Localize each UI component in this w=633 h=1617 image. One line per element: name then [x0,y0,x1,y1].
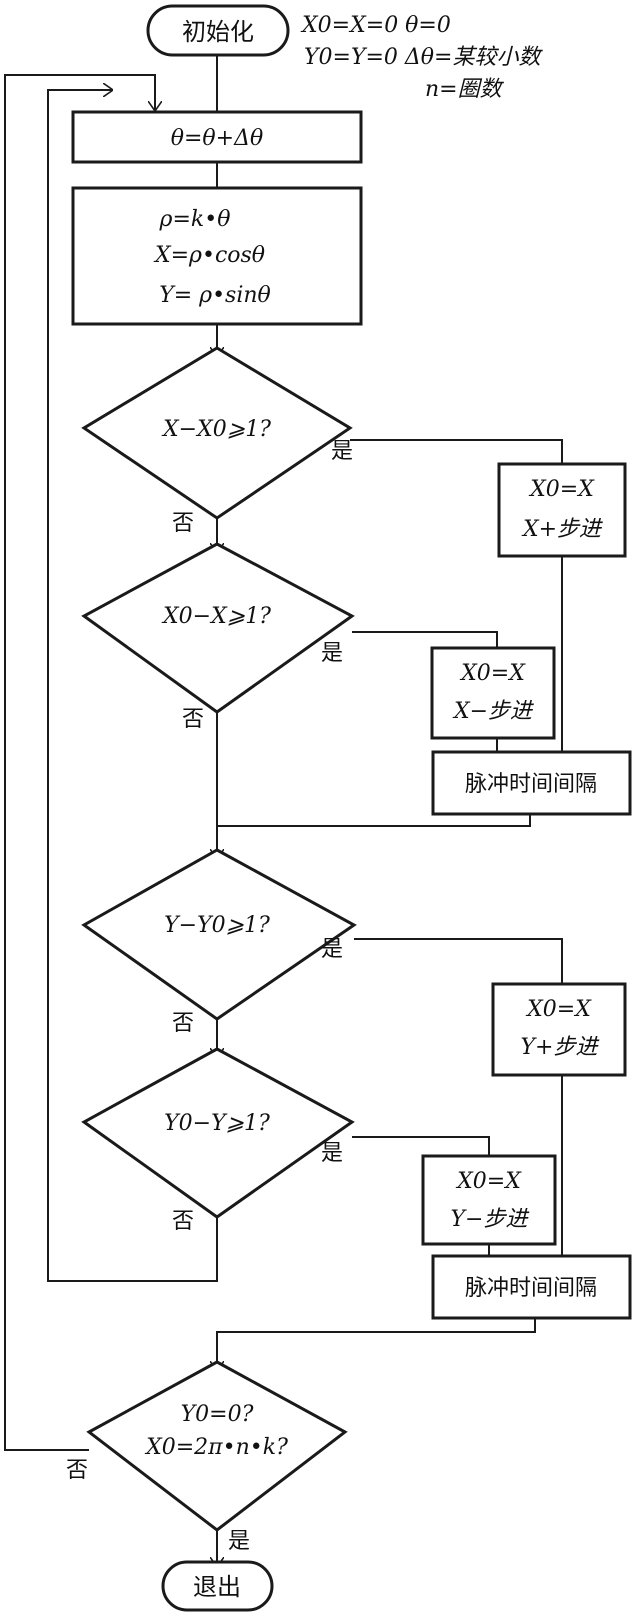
decision-y-minus: Y0−Y⩾1? 是 否 [81,1047,355,1234]
decision-exit-line2: X0=2π•n•k? [144,1435,288,1460]
theta-step-label: θ=θ+Δθ [171,126,264,151]
compute-line2: X=ρ•cosθ [153,243,265,268]
decision-y-plus: Y−Y0⩾1? 是 否 [81,848,357,1036]
start-label: 初始化 [182,18,254,46]
x-minus-line1: X0=X [459,661,526,686]
compute-line1: ρ=k•θ [159,207,231,232]
decision-exit-yes: 是 [228,1529,250,1554]
decision-x-plus: X−X0⩾1? 是 否 [81,346,353,536]
y-plus-step-box: X0=X Y+步进 [491,982,627,1077]
decision-x-minus-no: 否 [182,707,204,732]
x-minus-step-box: X0=X X−步进 [430,646,556,740]
pulse-interval-box-1: 脉冲时间间隔 [431,750,632,816]
decision-x-plus-no: 否 [172,511,194,536]
x-plus-line1: X0=X [528,477,595,502]
end-terminator: 退出 [161,1560,274,1612]
decision-y-minus-no: 否 [172,1209,194,1234]
x-minus-line2: X−步进 [452,699,534,724]
decision-x-minus: X0−X⩾1? 是 否 [81,542,355,732]
x-plus-line2: X+步进 [521,517,603,542]
init-note-line2: Y0=Y=0 Δθ=某较小数 [304,45,543,70]
decision-x-plus-yes: 是 [331,439,353,464]
decision-exit-no: 否 [66,1458,88,1483]
decision-x-minus-yes: 是 [321,641,343,666]
compute-box: ρ=k•θ X=ρ•cosθ Y= ρ•sinθ [71,186,363,326]
decision-y-plus-yes: 是 [321,937,343,962]
theta-step-box: θ=θ+Δθ [71,110,363,164]
decision-x-minus-label: X0−X⩾1? [161,604,271,629]
y-plus-line1: X0=X [525,997,592,1022]
start-terminator: 初始化 [146,4,290,57]
y-minus-line1: X0=X [455,1169,522,1194]
decision-x-plus-label: X−X0⩾1? [161,417,271,442]
y-minus-step-box: X0=X Y−步进 [421,1154,557,1246]
decision-y-plus-no: 否 [172,1011,194,1036]
compute-line3: Y= ρ•sinθ [159,283,271,308]
pulse-interval-box-2: 脉冲时间间隔 [431,1254,632,1320]
init-note-line3: n=圈数 [425,77,505,102]
decision-exit: Y0=0? X0=2π•n•k? 是 否 [66,1360,348,1554]
y-minus-line2: Y−步进 [451,1207,530,1232]
x-plus-step-box: X0=X X+步进 [497,462,627,558]
decision-y-minus-yes: 是 [321,1141,343,1166]
decision-y-minus-label: Y0−Y⩾1? [164,1111,270,1136]
init-note-line1: X0=X=0 θ=0 [300,13,451,38]
init-notes: X0=X=0 θ=0 Y0=Y=0 Δθ=某较小数 n=圈数 [300,13,543,102]
decision-exit-line1: Y0=0? [181,1402,254,1427]
end-label: 退出 [193,1573,241,1601]
pulse-interval-1-label: 脉冲时间间隔 [465,772,597,797]
decision-y-plus-label: Y−Y0⩾1? [164,913,270,938]
pulse-interval-2-label: 脉冲时间间隔 [465,1276,597,1301]
y-plus-line2: Y+步进 [521,1035,600,1060]
